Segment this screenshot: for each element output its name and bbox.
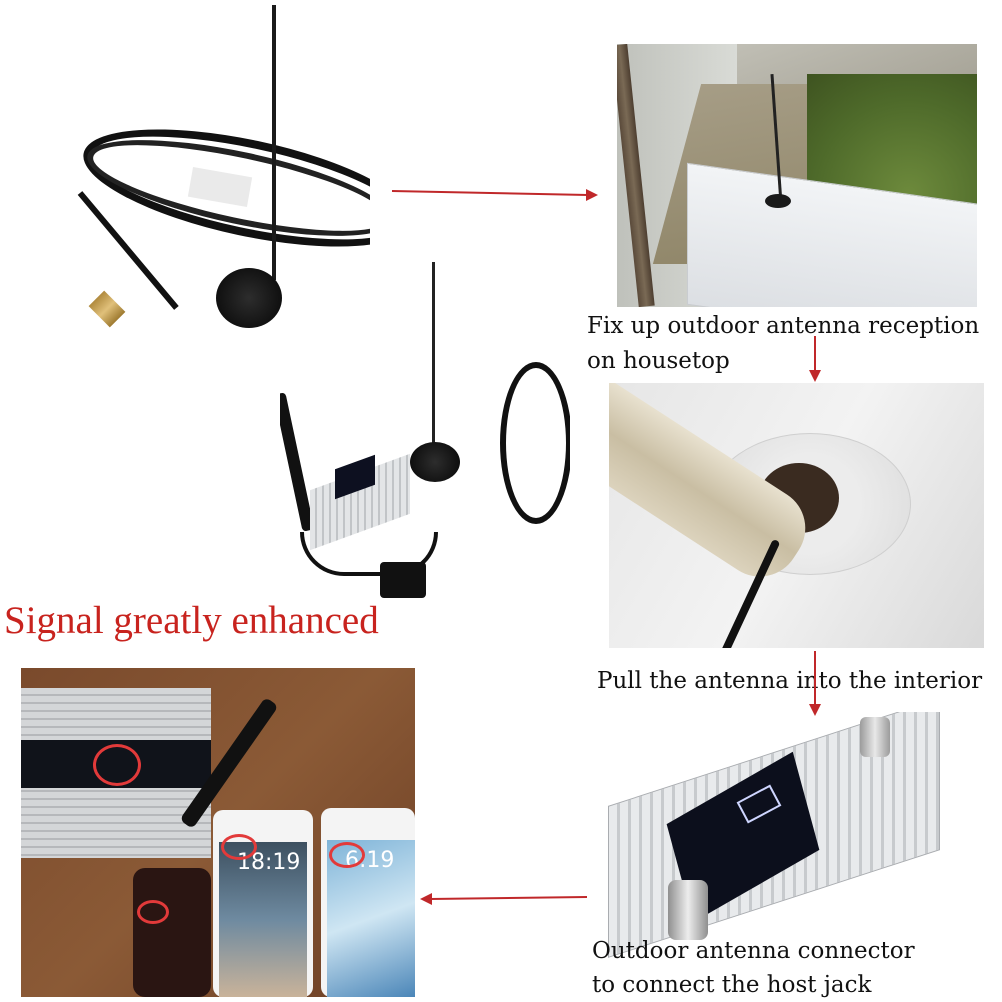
- antenna-kit-photo: [40, 0, 370, 340]
- magnetic-base: [410, 442, 460, 482]
- caption-connector-line2: to connect the host jack: [592, 972, 872, 998]
- rooftop-install-photo: [617, 44, 977, 307]
- arrow-left-head: [420, 893, 432, 905]
- power-adapter: [380, 562, 426, 598]
- highlight-ring: [93, 744, 141, 786]
- arrow-right-head: [586, 189, 598, 201]
- arrow-down-head-1: [809, 370, 821, 382]
- booster-kit-photo: [280, 262, 570, 602]
- cable-coil: [500, 362, 570, 524]
- whip-antenna-rod: [272, 5, 276, 280]
- arrow-down-head-2: [809, 704, 821, 716]
- smartphone-right: 6:19: [321, 808, 415, 997]
- caption-outdoor-line1: Fix up outdoor antenna reception: [587, 313, 980, 339]
- phone-screen: 6:19: [327, 840, 415, 997]
- highlight-ring: [221, 834, 257, 860]
- arrow-right-line: [391, 190, 589, 196]
- magnetic-base: [216, 268, 282, 328]
- headline: Signal greatly enhanced: [4, 599, 379, 642]
- highlight-ring: [137, 900, 169, 924]
- booster-unit-photo: [588, 712, 958, 962]
- caption-connector-line1: Outdoor antenna connector: [592, 938, 915, 964]
- caption-outdoor-line2: on housetop: [587, 348, 730, 374]
- highlight-ring: [329, 842, 365, 868]
- wall-passthrough-photo: [609, 383, 984, 648]
- host-jack-connector: [668, 880, 708, 940]
- feature-phone: [133, 868, 211, 997]
- caption-interior: Pull the antenna into the interior: [597, 668, 983, 694]
- whip-antenna-rod: [432, 262, 435, 462]
- signal-result-photo: 18:19 6:19: [21, 668, 415, 997]
- outdoor-antenna-base: [765, 194, 791, 208]
- phone-screen: 18:19: [219, 842, 307, 997]
- antenna-connector: [860, 717, 890, 757]
- arrow-left-line: [429, 896, 588, 900]
